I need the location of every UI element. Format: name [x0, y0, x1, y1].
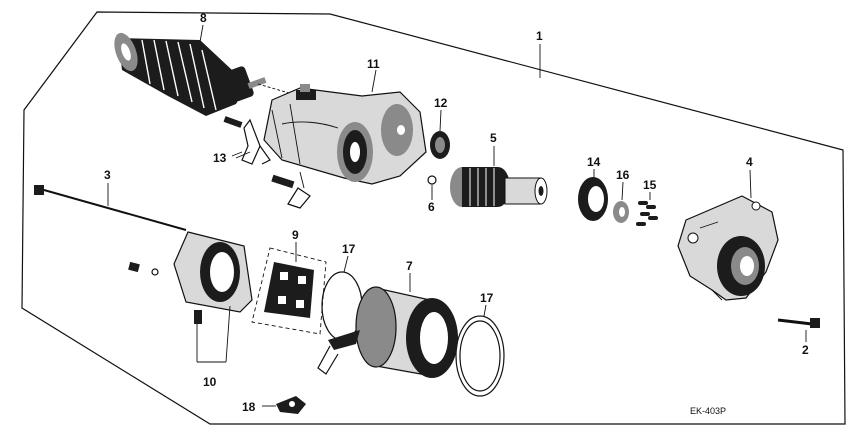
- callout-12: 12: [434, 96, 448, 110]
- idler-gear-part: [578, 169, 608, 221]
- callout-3: 3: [104, 168, 111, 182]
- drawing-code: EK-403P: [690, 406, 726, 416]
- callout-15: 15: [643, 178, 657, 192]
- brush-holder-part: [251, 242, 327, 335]
- terminal-cap-part: [262, 396, 306, 414]
- callout-10: 10: [203, 375, 217, 389]
- housing-bolt-part: [271, 171, 311, 209]
- terminal-bracket-part: [223, 116, 271, 165]
- rollers-part: [636, 192, 658, 226]
- o-ring-right-part: [455, 304, 505, 397]
- through-bolt-short-part: [777, 318, 820, 342]
- through-bolt-long-part: [34, 183, 187, 231]
- callout-17-left: 17: [342, 242, 356, 256]
- overrunning-clutch-part: [450, 146, 548, 207]
- armature-part: [114, 32, 297, 116]
- callout-2: 2: [802, 343, 809, 357]
- callout-16: 16: [616, 168, 630, 182]
- callout-8: 8: [200, 11, 207, 25]
- gear-housing-end-part: [677, 169, 779, 301]
- rear-cover-part: [128, 231, 253, 363]
- assembly-outline: [21, 11, 846, 425]
- callout-11: 11: [367, 57, 380, 71]
- callout-6: 6: [428, 200, 435, 214]
- gear-housing-part: [263, 84, 427, 185]
- yoke-part: [317, 273, 458, 378]
- callout-4: 4: [746, 155, 753, 169]
- callout-13: 13: [213, 151, 227, 165]
- callout-14: 14: [587, 155, 601, 169]
- callout-18: 18: [242, 400, 256, 414]
- callout-7: 7: [406, 259, 413, 273]
- callout-5: 5: [490, 131, 497, 145]
- drive-gear-part: [430, 109, 450, 159]
- roller-retainer-part: [613, 181, 629, 223]
- callout-1: 1: [536, 29, 543, 43]
- callout-17-right: 17: [480, 291, 494, 305]
- callout-9: 9: [292, 228, 299, 242]
- steel-ball-part: [427, 175, 437, 200]
